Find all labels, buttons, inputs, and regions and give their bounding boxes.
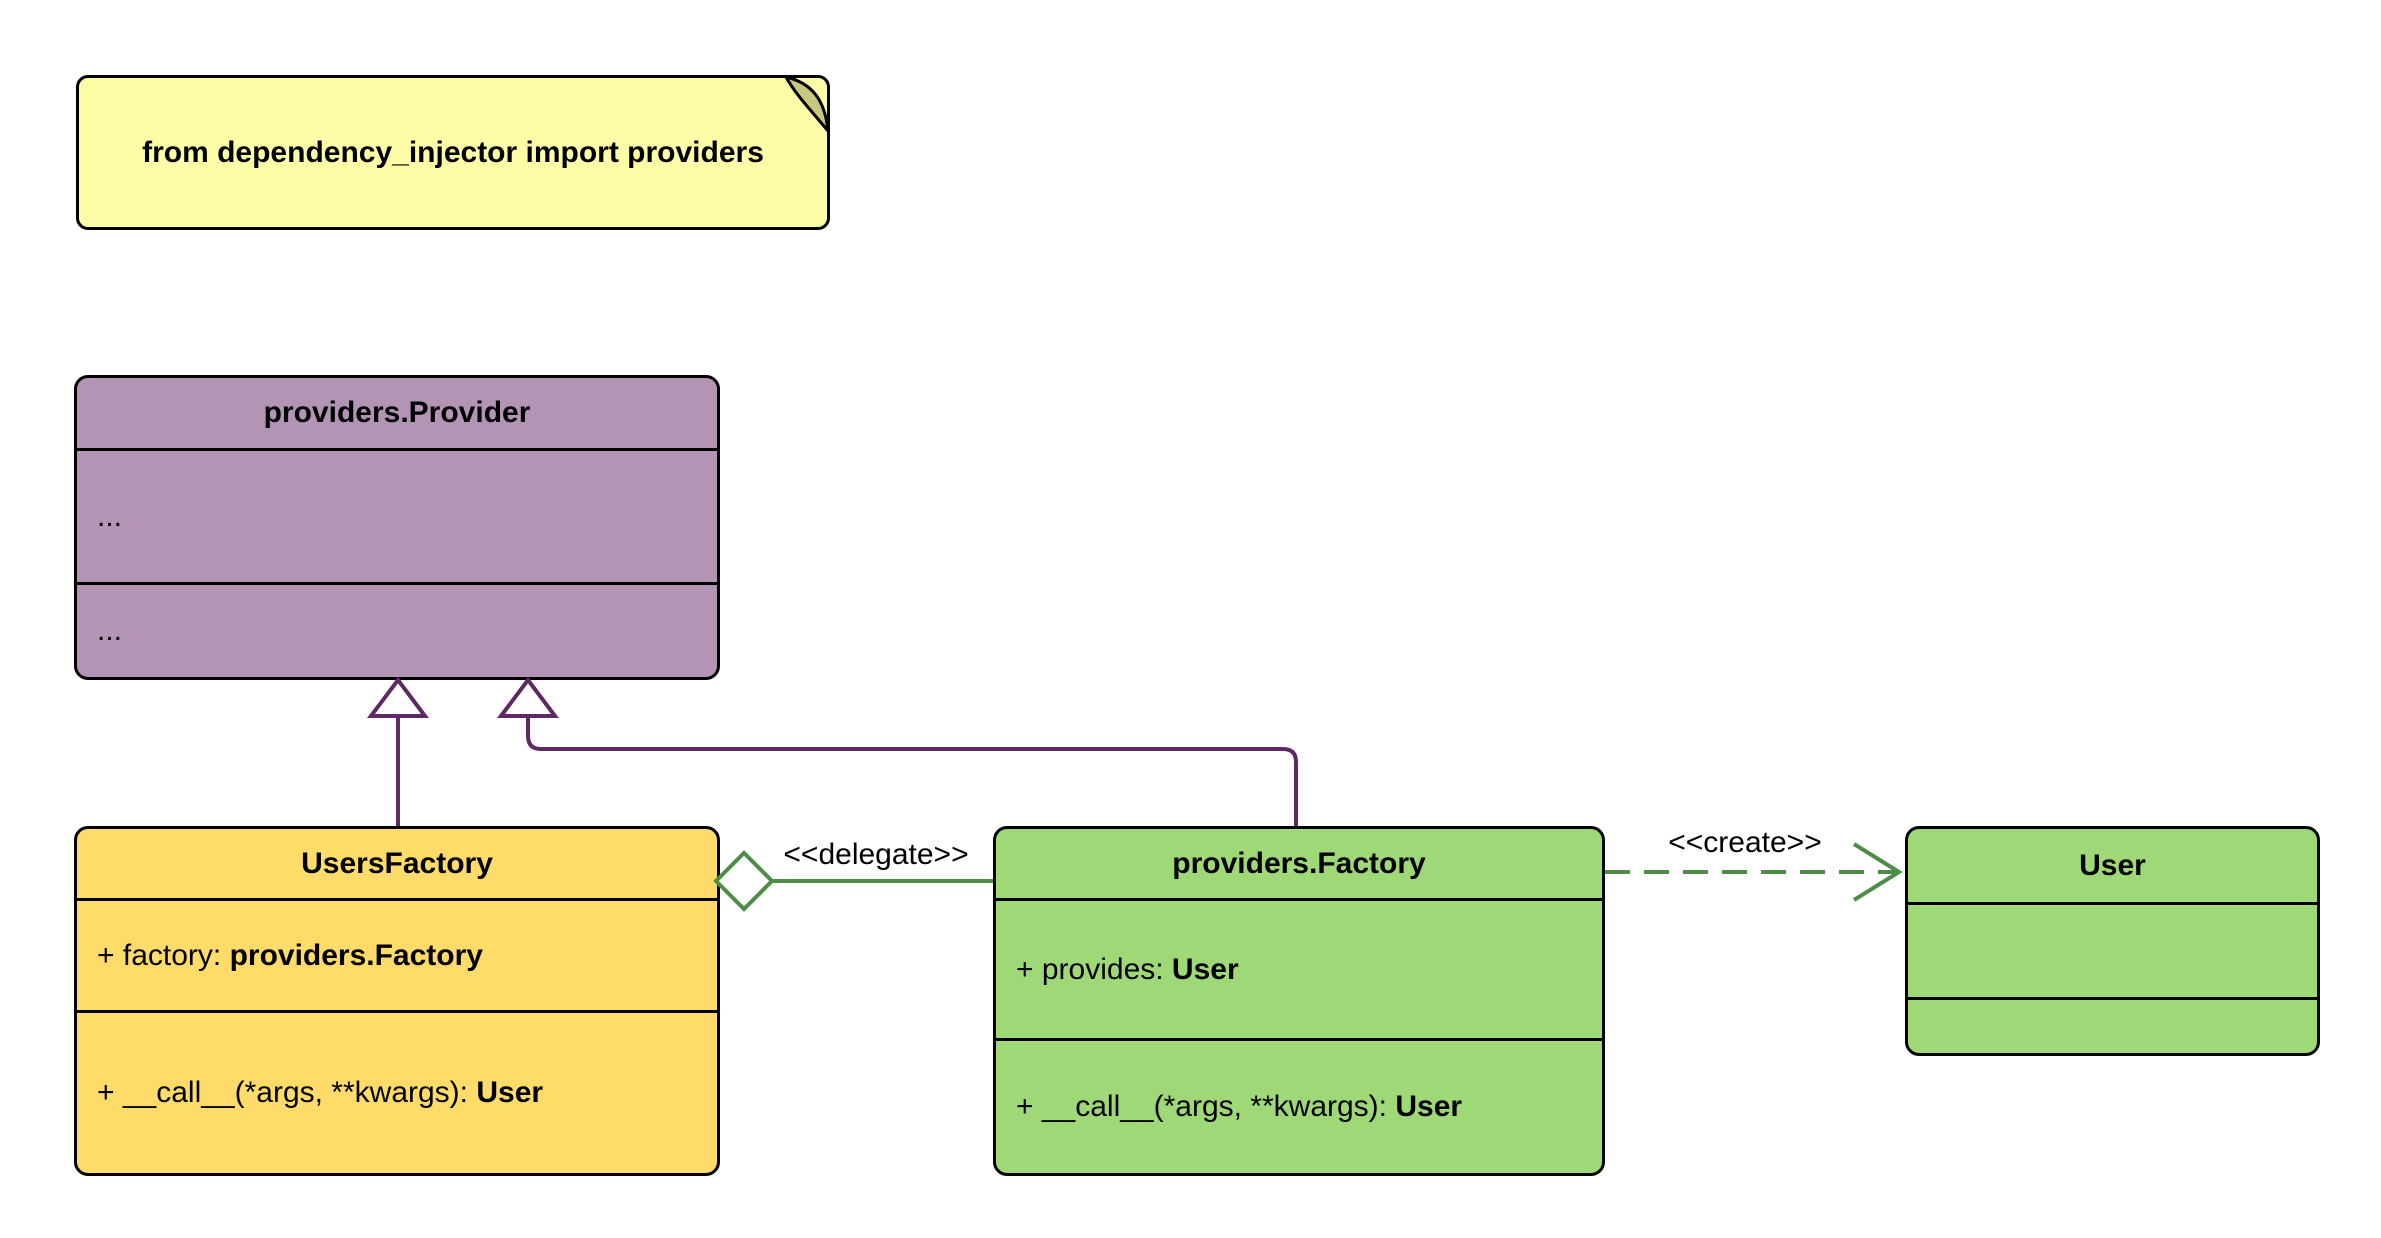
delegate-edge-label: <<delegate>>: [783, 838, 969, 871]
attribute-line: + provides: User: [1016, 953, 1239, 987]
create-arrowhead-icon: [1852, 842, 1903, 902]
method-ellipsis: ...: [97, 614, 123, 647]
method-prefix: + __call__(*args, **kwargs):: [1016, 1090, 1396, 1123]
attribute-prefix: + factory:: [97, 938, 230, 972]
method-line: + __call__(*args, **kwargs): User: [1016, 1090, 1462, 1124]
class-providers-factory: providers.Factory + provides: User + __c…: [993, 826, 1605, 1176]
class-usersfactory-methods: + __call__(*args, **kwargs): User: [77, 1010, 717, 1173]
class-providers-provider-title: providers.Provider: [263, 396, 531, 429]
inheritance-triangle-factory: [497, 676, 559, 718]
attribute-type: User: [1171, 952, 1239, 986]
attribute-type: providers.Factory: [229, 938, 483, 972]
method-return-type: User: [476, 1076, 544, 1109]
class-providers-provider-attributes: ...: [77, 448, 717, 582]
class-usersfactory-attributes: + factory: providers.Factory: [77, 898, 717, 1010]
class-providers-provider-methods: ...: [77, 582, 717, 677]
inheritance-edge-factory: [526, 716, 1298, 826]
class-providers-provider: providers.Provider ... ...: [74, 375, 720, 680]
class-user-attributes: [1908, 902, 2317, 997]
class-usersfactory-title: UsersFactory: [301, 846, 493, 880]
class-providers-factory-attributes: + provides: User: [996, 898, 1602, 1038]
class-providers-factory-methods: + __call__(*args, **kwargs): User: [996, 1038, 1602, 1173]
attribute-prefix: + provides:: [1016, 952, 1172, 986]
note: from dependency_injector import provider…: [76, 75, 830, 230]
inheritance-triangle-usersfactory: [367, 676, 429, 718]
method-return-type: User: [1395, 1090, 1463, 1123]
aggregation-diamond-icon: [713, 850, 775, 912]
method-prefix: + __call__(*args, **kwargs):: [97, 1076, 477, 1109]
class-user-methods: [1908, 997, 2317, 1053]
attribute-ellipsis: ...: [97, 499, 123, 533]
create-edge-label: <<create>>: [1668, 826, 1822, 859]
class-user-title: User: [2079, 848, 2146, 882]
note-text: from dependency_injector import provider…: [142, 135, 764, 169]
class-user: User: [1905, 826, 2320, 1056]
method-line: + __call__(*args, **kwargs): User: [97, 1076, 543, 1110]
class-usersfactory: UsersFactory + factory: providers.Factor…: [74, 826, 720, 1176]
class-providers-factory-title: providers.Factory: [1172, 846, 1426, 880]
attribute-line: + factory: providers.Factory: [97, 939, 483, 973]
